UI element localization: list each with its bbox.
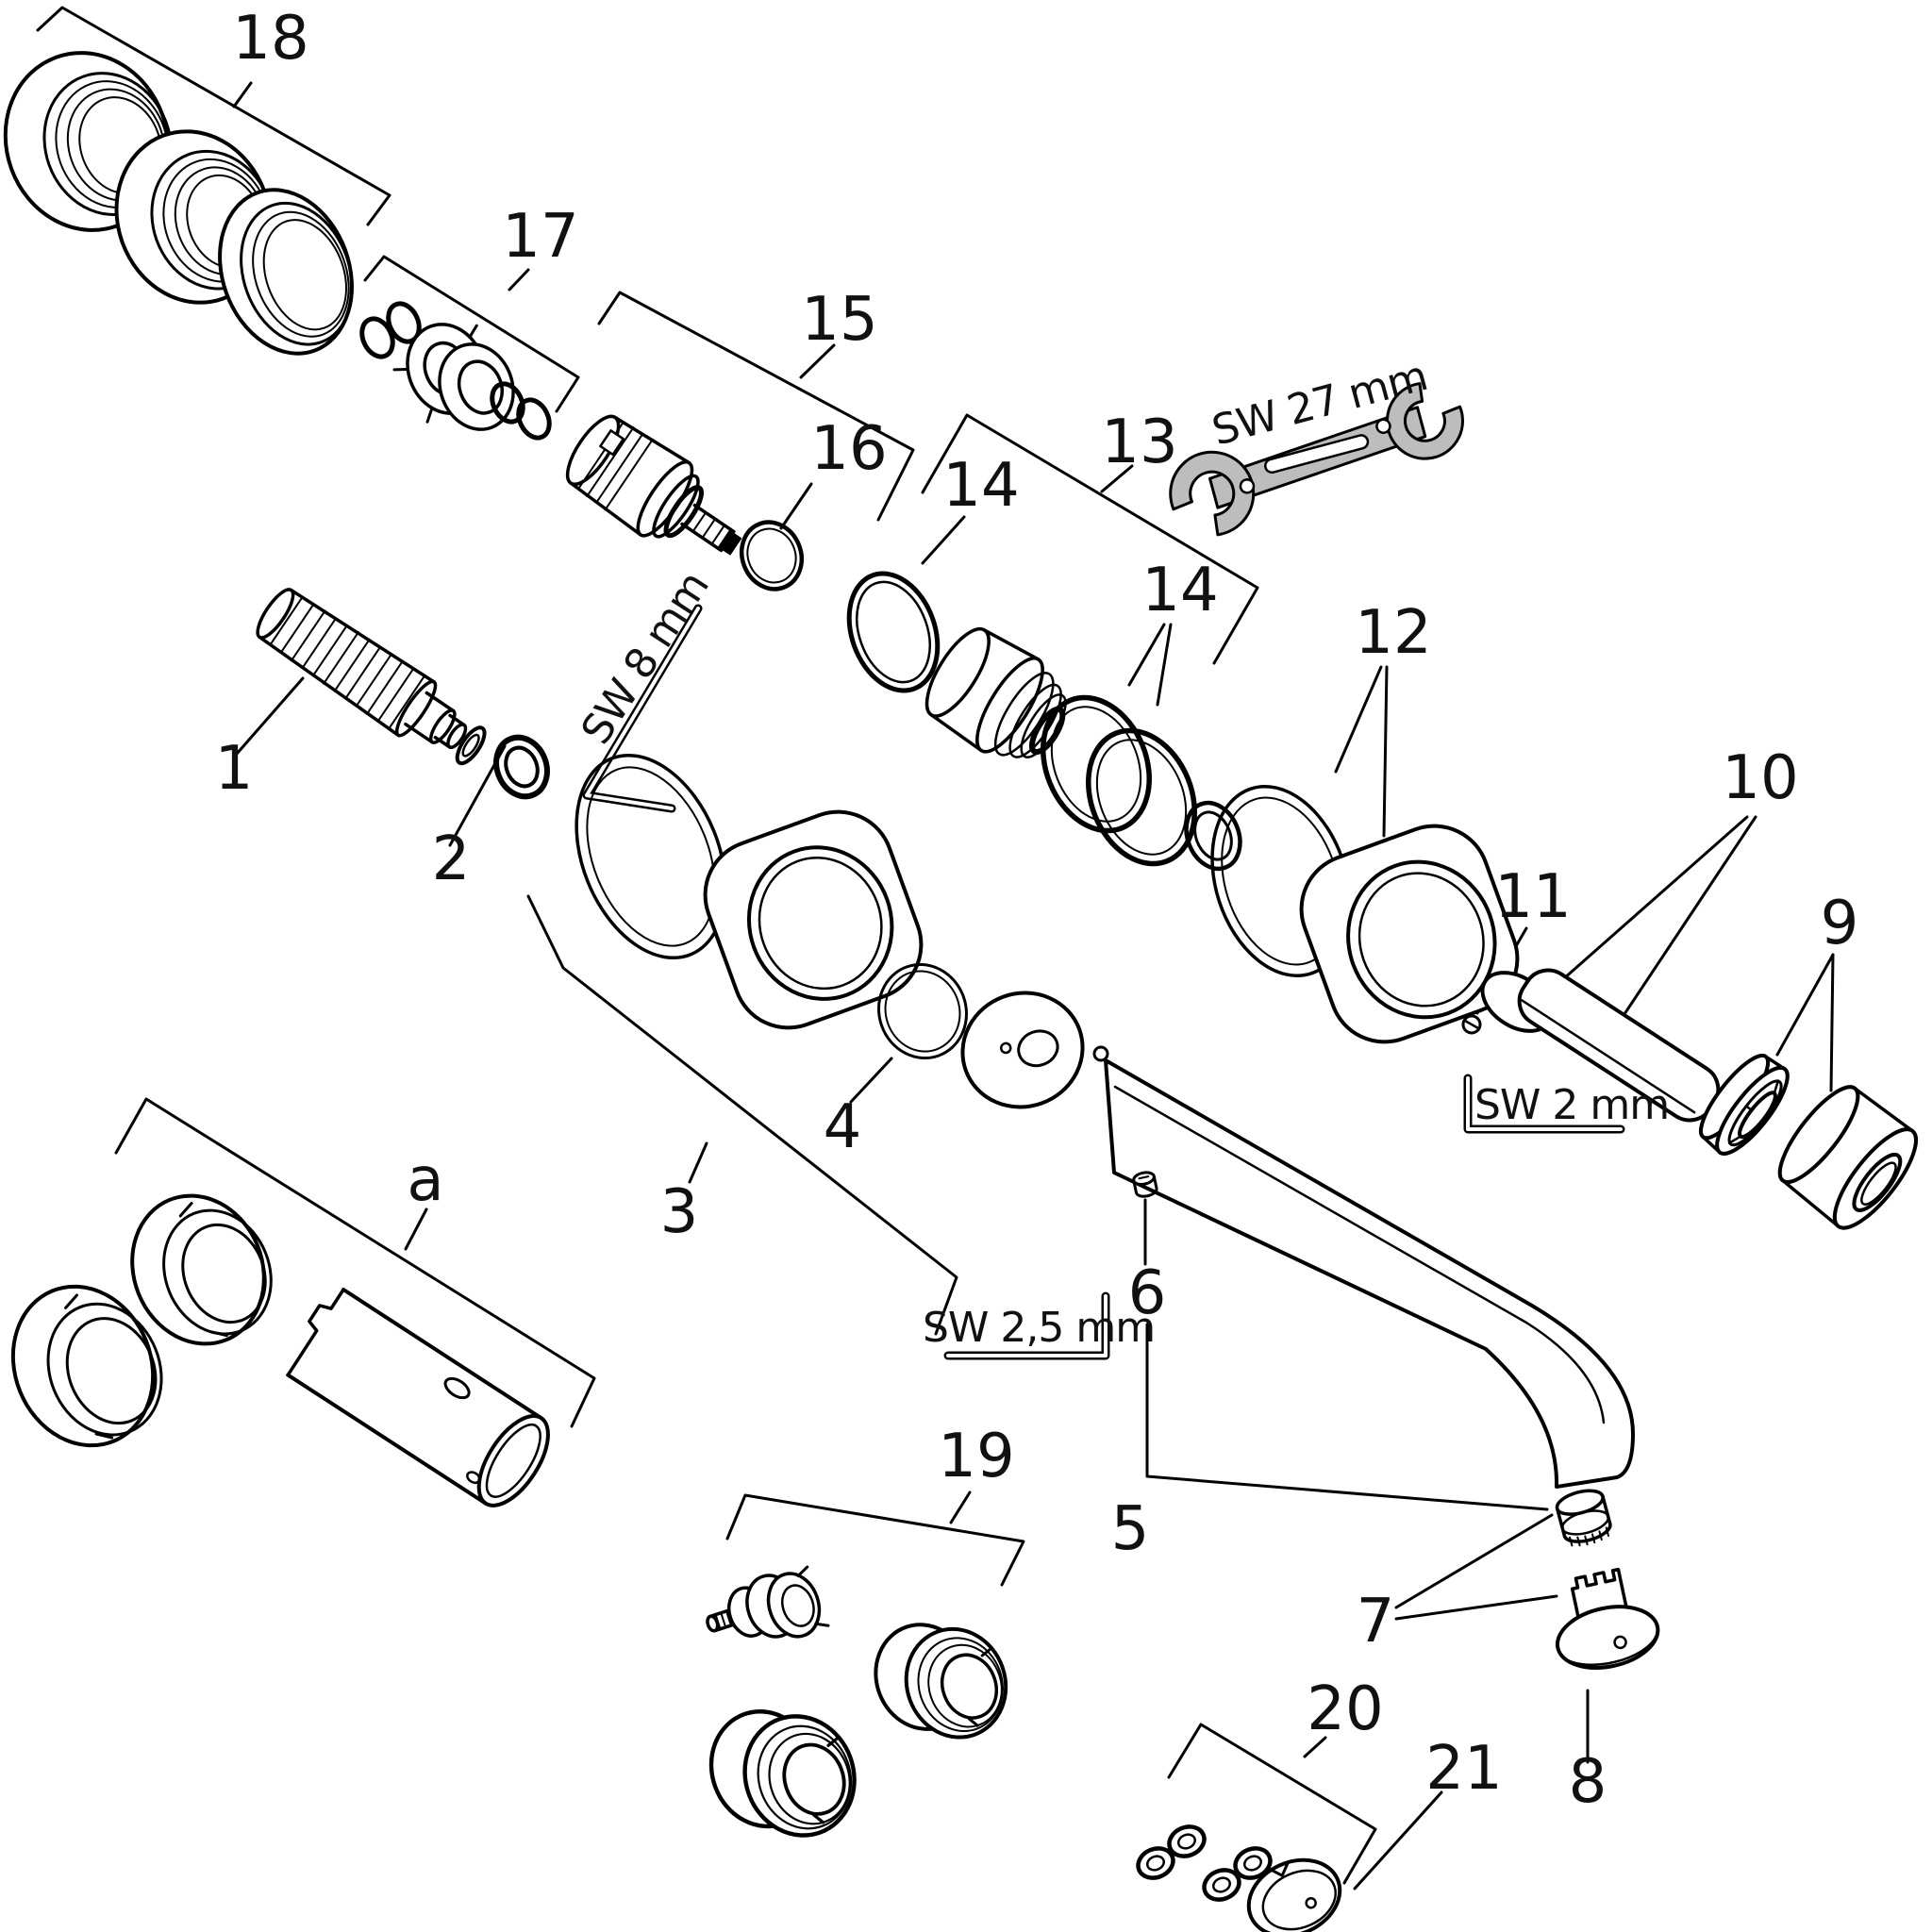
hex2-size-label: SW 2 mm bbox=[1474, 1081, 1669, 1129]
leader-1 bbox=[235, 676, 305, 756]
part-20-seal-set bbox=[1136, 1824, 1273, 1902]
part-label-9: 9 bbox=[1821, 889, 1859, 958]
part-label-3: 3 bbox=[660, 1177, 699, 1247]
stub-15 bbox=[799, 343, 836, 379]
bracket-15 bbox=[597, 291, 915, 522]
bracket-19 bbox=[725, 1493, 1025, 1587]
hex-key-8mm-icon bbox=[582, 604, 703, 813]
bracket-3 bbox=[526, 894, 958, 1336]
leader-21 bbox=[1353, 1790, 1443, 1890]
leader-14b-1 bbox=[1127, 623, 1166, 687]
part-label-20: 20 bbox=[1307, 1674, 1383, 1744]
part-label-19: 19 bbox=[938, 1422, 1014, 1491]
part-14-o-ring-2 bbox=[1086, 727, 1197, 867]
part-4-seal-ring bbox=[877, 962, 968, 1060]
part-label-17: 17 bbox=[502, 202, 578, 272]
leader-10-1 bbox=[1538, 815, 1749, 1002]
part-label-12: 12 bbox=[1355, 598, 1431, 668]
part-10-adapter-ring bbox=[1698, 1053, 1790, 1156]
leader-4 bbox=[849, 1057, 893, 1104]
part-9-knob-sleeve bbox=[1777, 1085, 1918, 1230]
leader-5 bbox=[1145, 1323, 1549, 1511]
leader-14b-2 bbox=[1156, 623, 1173, 707]
part-a-ring-1 bbox=[10, 1284, 163, 1448]
leader-7-1 bbox=[1394, 1513, 1554, 1609]
bracket-a bbox=[114, 1097, 596, 1428]
part-label-a: a bbox=[407, 1145, 443, 1215]
part-label-4: 4 bbox=[824, 1092, 862, 1162]
part-a-ring-2 bbox=[130, 1193, 273, 1346]
leader-14a bbox=[921, 515, 966, 565]
part-1-threaded-connector bbox=[256, 588, 487, 766]
part-7-aerator-insert bbox=[1555, 1489, 1612, 1547]
part-label-1: 1 bbox=[215, 734, 254, 804]
part-3-slip-ring bbox=[575, 753, 727, 960]
part-3-wall-disc bbox=[960, 991, 1085, 1109]
part-19-cap-1 bbox=[874, 1623, 1008, 1740]
leader-9-2 bbox=[1829, 953, 1835, 1092]
part-19-cap-2 bbox=[708, 1709, 857, 1838]
leader-12-2 bbox=[1382, 665, 1389, 838]
part-14-o-ring-1 bbox=[1041, 694, 1152, 834]
part-label-6: 6 bbox=[1128, 1258, 1167, 1328]
part-12-escutcheon bbox=[1299, 824, 1520, 1044]
part-18-threaded-rings bbox=[3, 51, 354, 356]
stub-19 bbox=[949, 1491, 972, 1524]
part-label-14-b: 14 bbox=[1141, 556, 1218, 625]
part-6-set-screw bbox=[1132, 1171, 1158, 1198]
bracket-13 bbox=[921, 413, 1259, 665]
part-a-sleeve bbox=[286, 1287, 550, 1507]
part-label-18: 18 bbox=[232, 4, 308, 74]
bracket-18 bbox=[36, 6, 391, 226]
bracket-20 bbox=[1167, 1723, 1377, 1885]
part-16-o-ring bbox=[740, 520, 804, 591]
bracket-17 bbox=[363, 255, 580, 413]
stub-20 bbox=[1303, 1736, 1327, 1758]
leader-lines bbox=[36, 6, 1835, 1890]
leader-9-1 bbox=[1775, 953, 1835, 1057]
hex25-size-label: SW 2,5 mm bbox=[923, 1304, 1155, 1352]
part-label-11: 11 bbox=[1494, 862, 1571, 932]
part-15-cartridge bbox=[565, 414, 742, 556]
part-19-valve-stem bbox=[706, 1565, 830, 1639]
part-label-15: 15 bbox=[801, 285, 877, 355]
stub-13 bbox=[1100, 464, 1134, 493]
part-label-5: 5 bbox=[1111, 1494, 1150, 1564]
part-label-7: 7 bbox=[1357, 1587, 1395, 1657]
part-label-13: 13 bbox=[1101, 408, 1177, 477]
part-label-14-a: 14 bbox=[942, 451, 1019, 521]
stub-3 bbox=[688, 1141, 708, 1184]
part-14-o-ring-large bbox=[846, 571, 941, 693]
leader-16 bbox=[779, 482, 813, 530]
part-17-check-valve-set bbox=[359, 301, 552, 441]
part-8-aerator-key bbox=[1555, 1567, 1660, 1670]
wrench-27mm-icon bbox=[1169, 382, 1464, 537]
part-5-spout bbox=[1092, 1045, 1635, 1489]
stub-18 bbox=[232, 81, 253, 108]
hex-key-2-5mm-icon bbox=[943, 1291, 1110, 1360]
part-label-2: 2 bbox=[432, 824, 471, 894]
stub-a bbox=[404, 1208, 428, 1251]
stub-17 bbox=[508, 268, 530, 291]
part-label-16: 16 bbox=[810, 414, 887, 484]
part-21-retainer-cap bbox=[1246, 1857, 1342, 1932]
part-11-grub-screw bbox=[1461, 1014, 1482, 1035]
leader-12-1 bbox=[1334, 665, 1383, 774]
part-label-8: 8 bbox=[1569, 1747, 1607, 1817]
part-13-bushing bbox=[924, 626, 1067, 758]
part-3-escutcheon bbox=[703, 809, 924, 1030]
part-label-10: 10 bbox=[1722, 743, 1798, 813]
hex-key-2mm-icon bbox=[1463, 1074, 1625, 1134]
part-label-21: 21 bbox=[1425, 1734, 1502, 1804]
leader-7-2 bbox=[1394, 1594, 1558, 1621]
